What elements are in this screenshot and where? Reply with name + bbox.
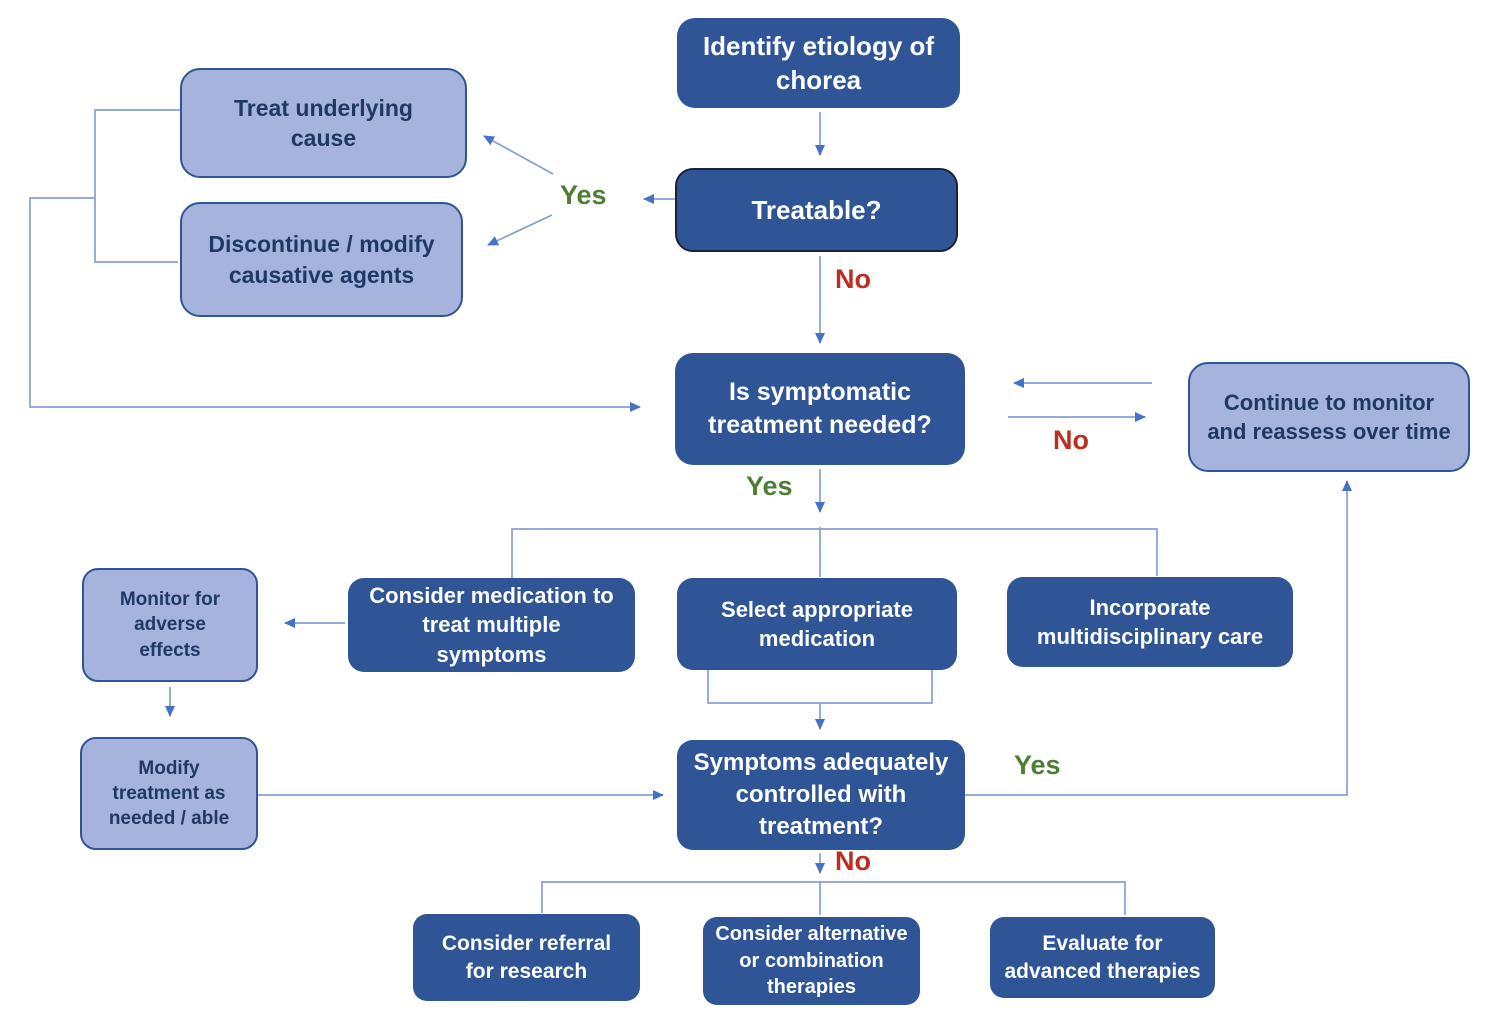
node-modify-treatment: Modify treatment as needed / able [80,737,258,850]
edge-left-bracket [94,109,180,263]
label-controlled-yes: Yes [1014,750,1061,780]
node-evaluate-advanced-therapies: Evaluate for advanced therapies [990,917,1215,998]
edge-branch-rail [511,528,1158,578]
edge-yes-treat-underlying [483,135,554,175]
edge-yes-discontinue [487,214,553,246]
node-monitor-adverse-effects: Monitor for adverse effects [82,568,258,682]
node-continue-monitor: Continue to monitor and reassess over ti… [1188,362,1470,472]
node-symptoms-controlled: Symptoms adequately controlled with trea… [677,740,965,850]
label-symptomatic-yes: Yes [746,471,793,501]
label-treatable-yes: Yes [560,180,607,210]
node-consider-medication: Consider medication to treat multiple sy… [348,578,635,672]
label-controlled-no: No [835,846,871,876]
node-identify-etiology: Identify etiology of chorea [677,18,960,108]
edge-select-bracket [707,670,933,704]
label-treatable-no: No [835,264,871,294]
node-treatable: Treatable? [675,168,958,252]
label-symptomatic-no: No [1053,425,1089,455]
node-treat-underlying-cause: Treat underlying cause [180,68,467,178]
edge-return-symptomatic [29,197,641,412]
node-consider-referral-research: Consider referral for research [413,914,640,1001]
node-discontinue-modify-agents: Discontinue / modify causative agents [180,202,463,317]
edge-bottom-rail [541,881,1126,915]
node-symptomatic-treatment-needed: Is symptomatic treatment needed? [675,353,965,465]
node-consider-alternative-therapies: Consider alternative or combination ther… [703,917,920,1005]
node-select-medication: Select appropriate medication [677,578,957,670]
edge-controlled-monitor [965,480,1352,796]
node-incorporate-multidisciplinary-care: Incorporate multidisciplinary care [1007,577,1293,667]
